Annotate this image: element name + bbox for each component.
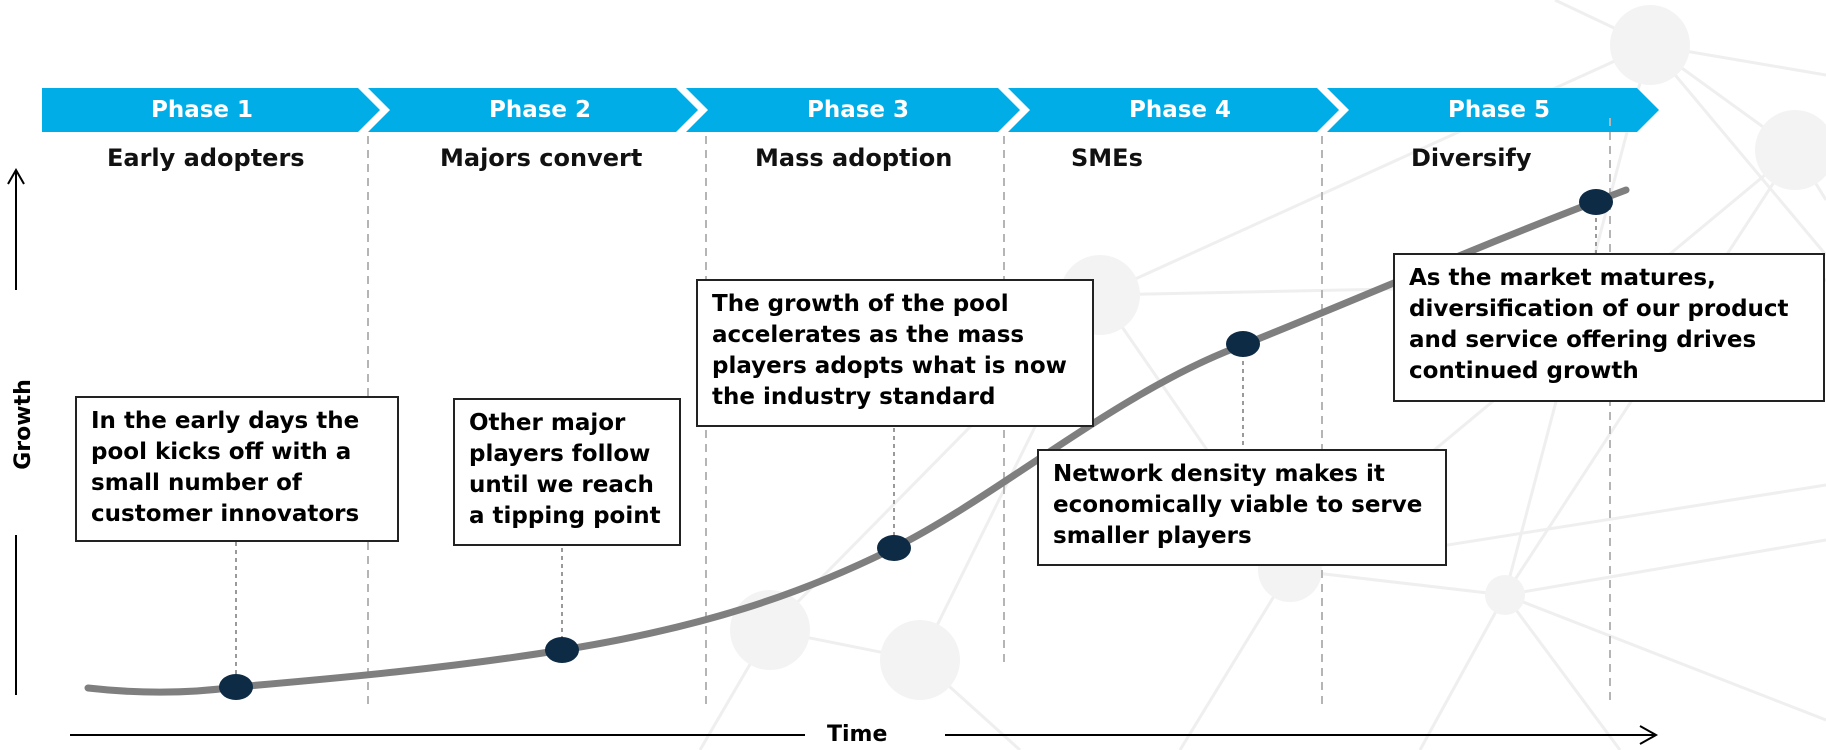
phase-2-label: Phase 2 [488, 97, 592, 123]
y-axis-label: Growth [10, 379, 36, 470]
note-connectors [235, 202, 1597, 686]
phase-band [42, 88, 1659, 132]
phase-4-subtitle: SMEs [1071, 144, 1143, 172]
milestone-dot-3 [877, 535, 911, 561]
x-axis-label: Time [827, 722, 888, 747]
phase-2-subtitle: Majors convert [440, 144, 643, 172]
note-major-players: Other major players follow until we reac… [453, 398, 681, 546]
growth-curve [84, 186, 1630, 696]
phase-3-chevron [686, 88, 1020, 132]
milestone-dot-5 [1579, 189, 1613, 215]
note-network-density: Network density makes it economically vi… [1037, 449, 1447, 566]
phase-4-chevron [1008, 88, 1339, 132]
phase-5-chevron [1327, 88, 1659, 132]
phase-3-subtitle: Mass adoption [755, 144, 953, 172]
phase-2-chevron [368, 88, 698, 132]
phase-1-subtitle: Early adopters [107, 144, 305, 172]
phase-5-label: Phase 5 [1447, 97, 1551, 123]
y-axis [7, 167, 25, 695]
milestone-dot-1 [219, 674, 253, 700]
x-axis [70, 725, 1659, 745]
note-market-matures: As the market matures, diversification o… [1393, 253, 1825, 402]
phase-4-label: Phase 4 [1128, 97, 1232, 123]
milestone-dot-2 [545, 637, 579, 663]
milestone-dot-4 [1226, 331, 1260, 357]
note-pool-growth: The growth of the pool accelerates as th… [696, 279, 1094, 427]
phase-1-label: Phase 1 [150, 97, 254, 123]
phase-5-subtitle: Diversify [1411, 144, 1532, 172]
phase-3-label: Phase 3 [806, 97, 910, 123]
network-nodes [730, 5, 1826, 700]
phase-1-chevron [42, 88, 380, 132]
note-early-days: In the early days the pool kicks off wit… [75, 396, 399, 542]
